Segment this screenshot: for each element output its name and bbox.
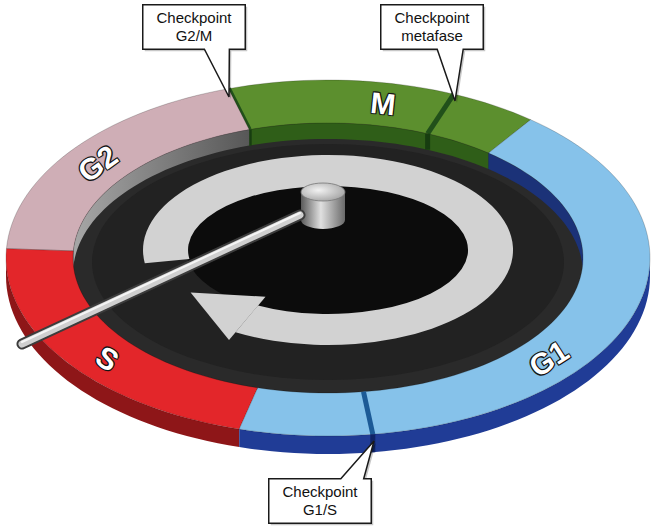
checkpoint-mark-side — [425, 134, 430, 150]
dial-floor — [71, 121, 585, 395]
segment-side — [239, 258, 650, 454]
checkpoint-mark-side — [247, 130, 252, 146]
checkpoint-label: Checkpoint G1/S — [277, 483, 363, 519]
segment-side — [6, 258, 239, 447]
checkpoint-mark — [428, 94, 454, 134]
dial-handle-shine — [22, 213, 300, 342]
checkpoint-label: Checkpoint G2/M — [151, 9, 237, 45]
cycle-arrow-head — [191, 292, 266, 340]
checkpoint-mark — [363, 392, 372, 435]
checkpoint-callout: Checkpoint metafase — [380, 4, 484, 101]
callout-box — [143, 5, 246, 97]
dial-handle — [22, 215, 300, 344]
phase-label: M — [369, 88, 397, 120]
callout-box — [381, 5, 484, 101]
dial-handle-edge — [22, 215, 300, 344]
hub-top — [301, 183, 345, 201]
segment-top — [228, 80, 530, 153]
phase-label: G2 — [73, 140, 123, 188]
checkpoint-callout: Checkpoint G1/S — [268, 441, 372, 524]
segment-top — [6, 89, 249, 251]
segment-top — [6, 249, 258, 429]
dial-floor-inner — [92, 144, 564, 380]
checkpoint-label: Checkpoint metafase — [389, 9, 475, 45]
segment-inner-wall — [488, 153, 583, 274]
cycle-arrow-band — [143, 155, 513, 345]
phase-label: S — [90, 341, 123, 377]
segment-inner-wall — [73, 130, 249, 267]
segment-top — [239, 120, 650, 436]
checkpoint-mark — [228, 89, 249, 130]
checkpoint-callout: Checkpoint G2/M — [142, 4, 246, 97]
callout-box — [269, 441, 374, 523]
segment-inner-wall — [249, 123, 488, 169]
phase-label: G1 — [524, 335, 574, 382]
